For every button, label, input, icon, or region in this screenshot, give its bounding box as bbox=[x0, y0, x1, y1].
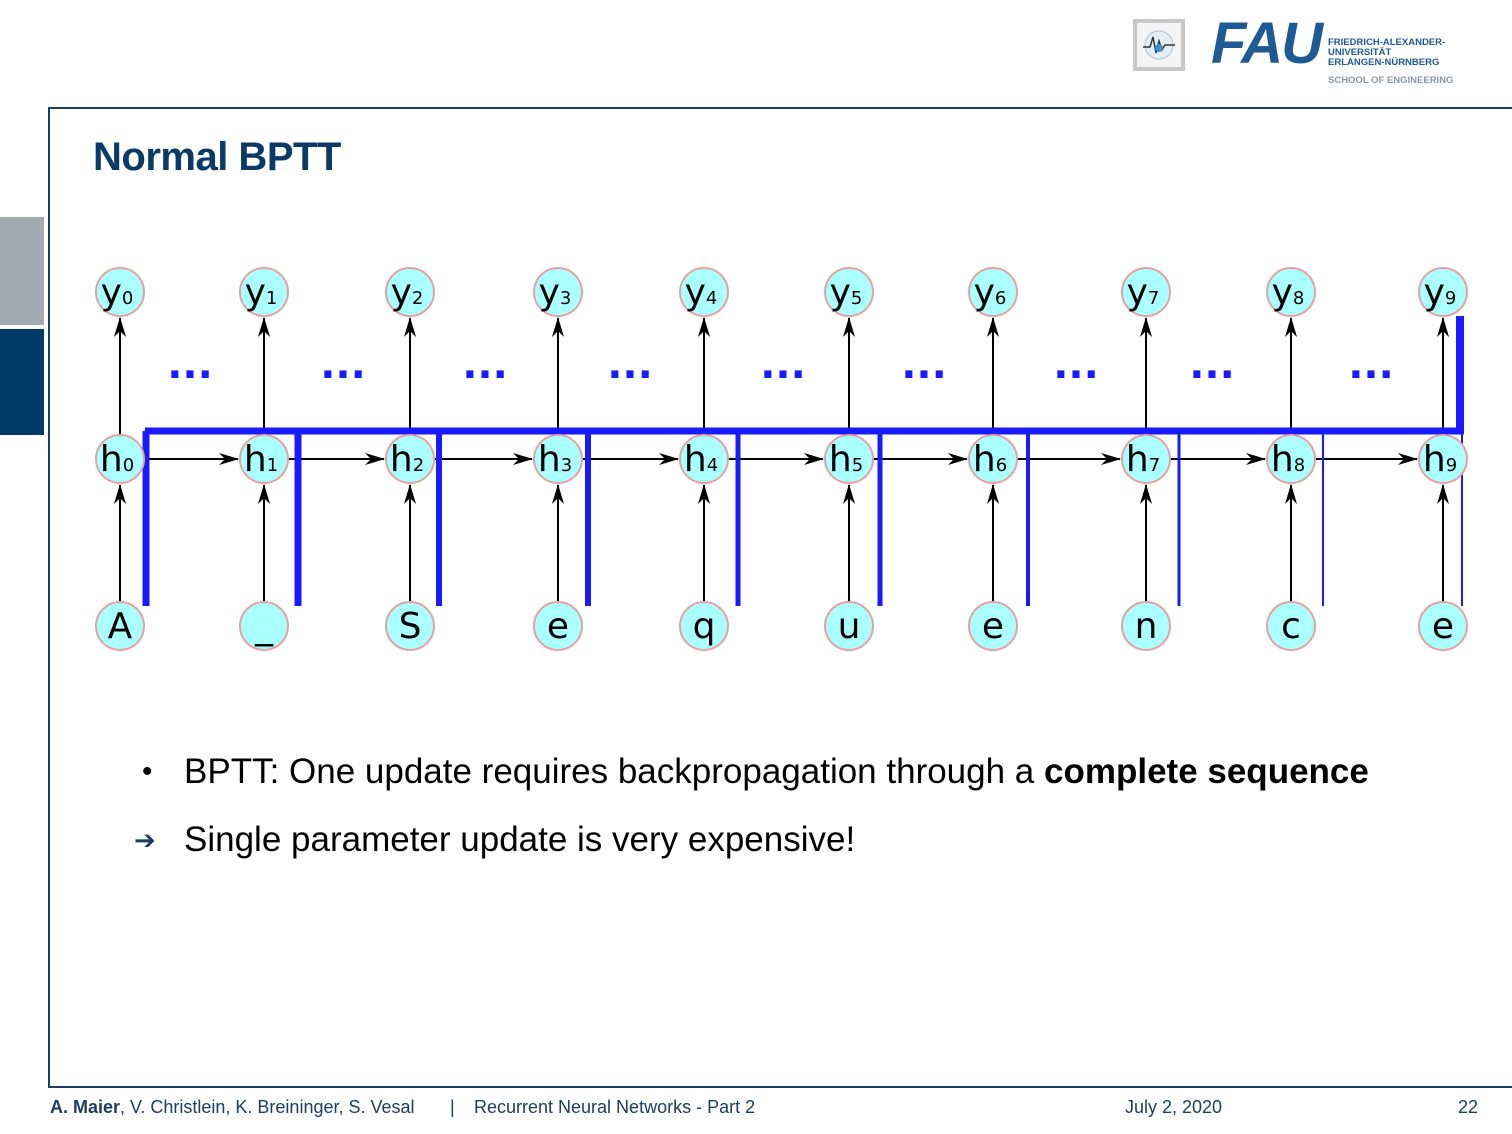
bullet-text: Single parameter update is very expensiv… bbox=[184, 820, 856, 859]
hidden-node bbox=[385, 434, 435, 484]
hidden-node-label: h1 bbox=[244, 439, 278, 480]
input-node bbox=[385, 601, 435, 651]
output-node-label: y0 bbox=[101, 272, 134, 313]
ellipsis-label: ... bbox=[1348, 342, 1394, 388]
output-node bbox=[533, 267, 583, 317]
slide-title: Normal BPTT bbox=[93, 135, 341, 179]
bptt-diagram: y0h0Ay1h1_y2h2Sy3h3ey4h4qy5h5uy6h6ey7h7n… bbox=[95, 267, 1468, 651]
footer-separator: | bbox=[450, 1097, 455, 1117]
ellipsis-label: ... bbox=[462, 342, 508, 388]
input-node-label: n bbox=[1135, 606, 1158, 647]
ellipsis-label: ... bbox=[1053, 342, 1099, 388]
input-node-label: u bbox=[838, 606, 861, 647]
input-node bbox=[95, 601, 145, 651]
footer-date: July 2, 2020 bbox=[1125, 1097, 1223, 1117]
footer-authors: A. Maier, V. Christlein, K. Breininger, … bbox=[50, 1097, 415, 1117]
input-node-label: e bbox=[547, 606, 569, 647]
slide-frame bbox=[48, 107, 1512, 1088]
input-node bbox=[679, 601, 729, 651]
ellipsis-label: ... bbox=[320, 342, 366, 388]
output-node bbox=[1266, 267, 1316, 317]
input-node bbox=[239, 601, 289, 651]
hidden-node bbox=[1418, 434, 1468, 484]
hidden-node bbox=[968, 434, 1018, 484]
footer-course: Recurrent Neural Networks - Part 2 bbox=[474, 1097, 756, 1117]
ellipsis-label: ... bbox=[167, 342, 213, 388]
input-node-label: e bbox=[1432, 606, 1454, 647]
input-node-label: c bbox=[1281, 606, 1301, 647]
input-node bbox=[1266, 601, 1316, 651]
bullet-marker: • bbox=[142, 755, 153, 788]
input-node bbox=[824, 601, 874, 651]
hidden-node bbox=[239, 434, 289, 484]
output-node bbox=[1121, 267, 1171, 317]
output-node bbox=[239, 267, 289, 317]
input-node-label: S bbox=[399, 606, 422, 647]
hidden-node bbox=[1266, 434, 1316, 484]
hidden-node bbox=[679, 434, 729, 484]
output-node bbox=[824, 267, 874, 317]
fau-logo: FAU bbox=[1211, 11, 1323, 76]
footer-page-number: 22 bbox=[1458, 1097, 1479, 1117]
ellipsis-label: ... bbox=[901, 342, 947, 388]
ellipsis-label: ... bbox=[760, 342, 806, 388]
output-node bbox=[95, 267, 145, 317]
output-node bbox=[968, 267, 1018, 317]
school-name: SCHOOL OF ENGINEERING bbox=[1328, 75, 1454, 86]
input-node-label: q bbox=[693, 606, 716, 647]
hidden-node bbox=[95, 434, 145, 484]
input-node bbox=[1121, 601, 1171, 651]
section-tab-active bbox=[0, 329, 44, 435]
bullet-text: BPTT: One update requires backpropagatio… bbox=[184, 752, 1369, 791]
output-node bbox=[679, 267, 729, 317]
hidden-node bbox=[533, 434, 583, 484]
input-node bbox=[968, 601, 1018, 651]
section-tab-inactive bbox=[0, 217, 44, 325]
input-node-label: _ bbox=[254, 606, 274, 647]
hidden-node bbox=[824, 434, 874, 484]
input-node-label: e bbox=[982, 606, 1004, 647]
input-node bbox=[533, 601, 583, 651]
ellipsis-label: ... bbox=[1189, 342, 1235, 388]
input-node bbox=[1418, 601, 1468, 651]
output-node bbox=[385, 267, 435, 317]
lab-logo-icon bbox=[1133, 19, 1185, 71]
output-node bbox=[1418, 267, 1468, 317]
university-name: FRIEDRICH-ALEXANDER- UNIVERSITÄT ERLANGE… bbox=[1328, 37, 1446, 68]
input-node-label: A bbox=[108, 606, 133, 647]
ellipsis-label: ... bbox=[607, 342, 653, 388]
arrow-marker: ➔ bbox=[134, 825, 156, 855]
hidden-node bbox=[1121, 434, 1171, 484]
